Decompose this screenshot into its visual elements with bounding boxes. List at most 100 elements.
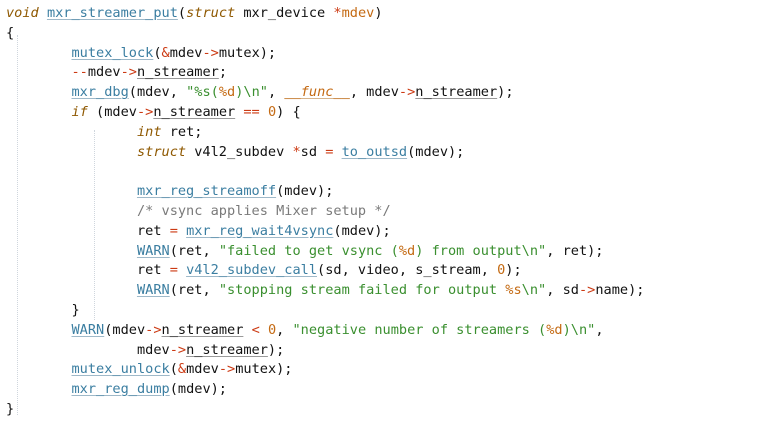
code-token: 0 <box>267 104 277 120</box>
code-line: int ret; <box>6 123 202 142</box>
code-token: )\n" <box>235 84 268 101</box>
code-token: struct <box>136 143 187 160</box>
code-token: mutex_lock <box>71 44 154 61</box>
code-line: if (mdev->n_streamer == 0) { <box>6 103 301 122</box>
code-line: --mdev->n_streamer; <box>6 63 227 82</box>
code-token <box>6 45 71 61</box>
code-token: n_streamer <box>415 84 498 101</box>
code-token: mxr_reg_dump <box>71 381 170 398</box>
code-token <box>6 84 71 100</box>
code-token: %d <box>218 84 236 101</box>
indent-guide <box>17 35 18 415</box>
code-line: ret = v4l2_subdev_call(sd, video, s_stre… <box>6 261 522 280</box>
code-token: (ret, <box>169 282 219 299</box>
code-token: ( <box>177 5 187 21</box>
code-token <box>178 223 186 239</box>
code-token: = <box>169 222 178 239</box>
code-token <box>6 124 137 140</box>
code-line: mutex_lock(&mdev->mutex); <box>6 44 276 63</box>
code-line: mxr_reg_streamoff(mdev); <box>6 182 333 201</box>
code-token: name); <box>595 282 645 299</box>
code-token: & <box>177 361 187 378</box>
code-token: "stopping stream failed for output <box>218 282 506 299</box>
code-token: void <box>6 5 39 21</box>
code-token: -- <box>71 64 88 81</box>
code-line: WARN(ret, "stopping stream failed for ou… <box>6 281 644 300</box>
code-line: { <box>6 24 14 43</box>
code-token: mdev <box>169 44 203 61</box>
code-token: WARN <box>136 282 170 299</box>
code-token: ( <box>153 44 162 61</box>
code-token <box>6 203 137 219</box>
code-token: -> <box>145 321 162 338</box>
code-token: mxr_device <box>235 5 334 21</box>
code-token: mdev <box>186 361 219 378</box>
code-line: ret = mxr_reg_wait4vsync(mdev); <box>6 222 391 241</box>
code-token: (mdev); <box>276 183 334 200</box>
code-token: (mdev); <box>333 222 391 239</box>
code-token: , <box>267 84 285 101</box>
code-line: WARN(mdev->n_streamer < 0, "negative num… <box>6 321 603 340</box>
code-token: & <box>161 44 170 61</box>
code-token: WARN <box>136 242 170 259</box>
code-token: mxr_dbg <box>71 84 129 101</box>
code-token: -> <box>578 282 596 299</box>
code-token: (mdev); <box>407 143 465 160</box>
code-token: if <box>71 104 88 120</box>
code-token: ret <box>6 222 170 239</box>
code-token: * <box>292 143 301 160</box>
code-token: 0 <box>267 321 277 338</box>
code-token: mxr_reg_streamoff <box>136 183 277 200</box>
code-token: v4l2_subdev <box>186 143 293 160</box>
code-token: (ret, <box>169 242 219 259</box>
code-token: ) { <box>276 104 301 120</box>
code-token: ) from output\n" <box>415 242 547 259</box>
code-token: struct <box>186 5 236 21</box>
code-token <box>260 104 268 120</box>
code-token: mdev <box>341 5 375 21</box>
code-token: n_streamer <box>161 321 244 338</box>
code-line: mutex_unlock(&mdev->mutex); <box>6 360 293 379</box>
code-token: (mdev, <box>128 84 187 101</box>
code-line: WARN(ret, "failed to get vsync (%d) from… <box>6 242 604 261</box>
code-token: mutex); <box>218 44 277 61</box>
code-token: (mdev <box>87 104 137 120</box>
code-token: -> <box>218 361 236 378</box>
code-token: -> <box>169 341 187 358</box>
code-token: v4l2_subdev_call <box>186 262 318 279</box>
code-token: ret <box>6 262 170 279</box>
code-token: , ret); <box>546 242 604 259</box>
code-token: ); <box>267 341 285 358</box>
code-token: %d <box>398 242 416 259</box>
code-token: = <box>169 262 178 279</box>
code-token <box>39 5 47 21</box>
code-token: %d <box>546 321 563 338</box>
code-token: ) <box>374 5 383 21</box>
code-token: * <box>333 5 342 21</box>
code-token <box>6 322 71 338</box>
code-token: (sd, video, s_stream, <box>317 262 498 279</box>
code-token: ); <box>505 262 522 279</box>
code-token: n_streamer <box>186 341 268 358</box>
code-token: mdev <box>87 64 121 81</box>
code-token: , mdev <box>349 84 399 101</box>
code-token: "failed to get vsync ( <box>218 242 399 259</box>
code-token: ( <box>169 361 178 378</box>
code-token: mutex_unlock <box>71 361 170 378</box>
code-token: ); <box>497 84 514 101</box>
code-token: )\n" <box>562 321 596 338</box>
code-token: mxr_reg_wait4vsync <box>186 222 334 239</box>
code-token: } <box>6 302 80 318</box>
code-token: /* vsync applies Mixer setup */ <box>136 203 391 219</box>
code-token <box>260 322 268 338</box>
code-token <box>6 243 137 259</box>
code-token <box>333 144 341 160</box>
code-token: } <box>6 401 15 417</box>
code-token: -> <box>202 44 219 61</box>
code-line: void mxr_streamer_put(struct mxr_device … <box>6 4 383 23</box>
code-line: /* vsync applies Mixer setup */ <box>6 202 391 221</box>
code-token: mutex); <box>235 361 293 378</box>
code-line: mdev->n_streamer); <box>6 341 284 360</box>
code-token: , <box>276 321 293 338</box>
